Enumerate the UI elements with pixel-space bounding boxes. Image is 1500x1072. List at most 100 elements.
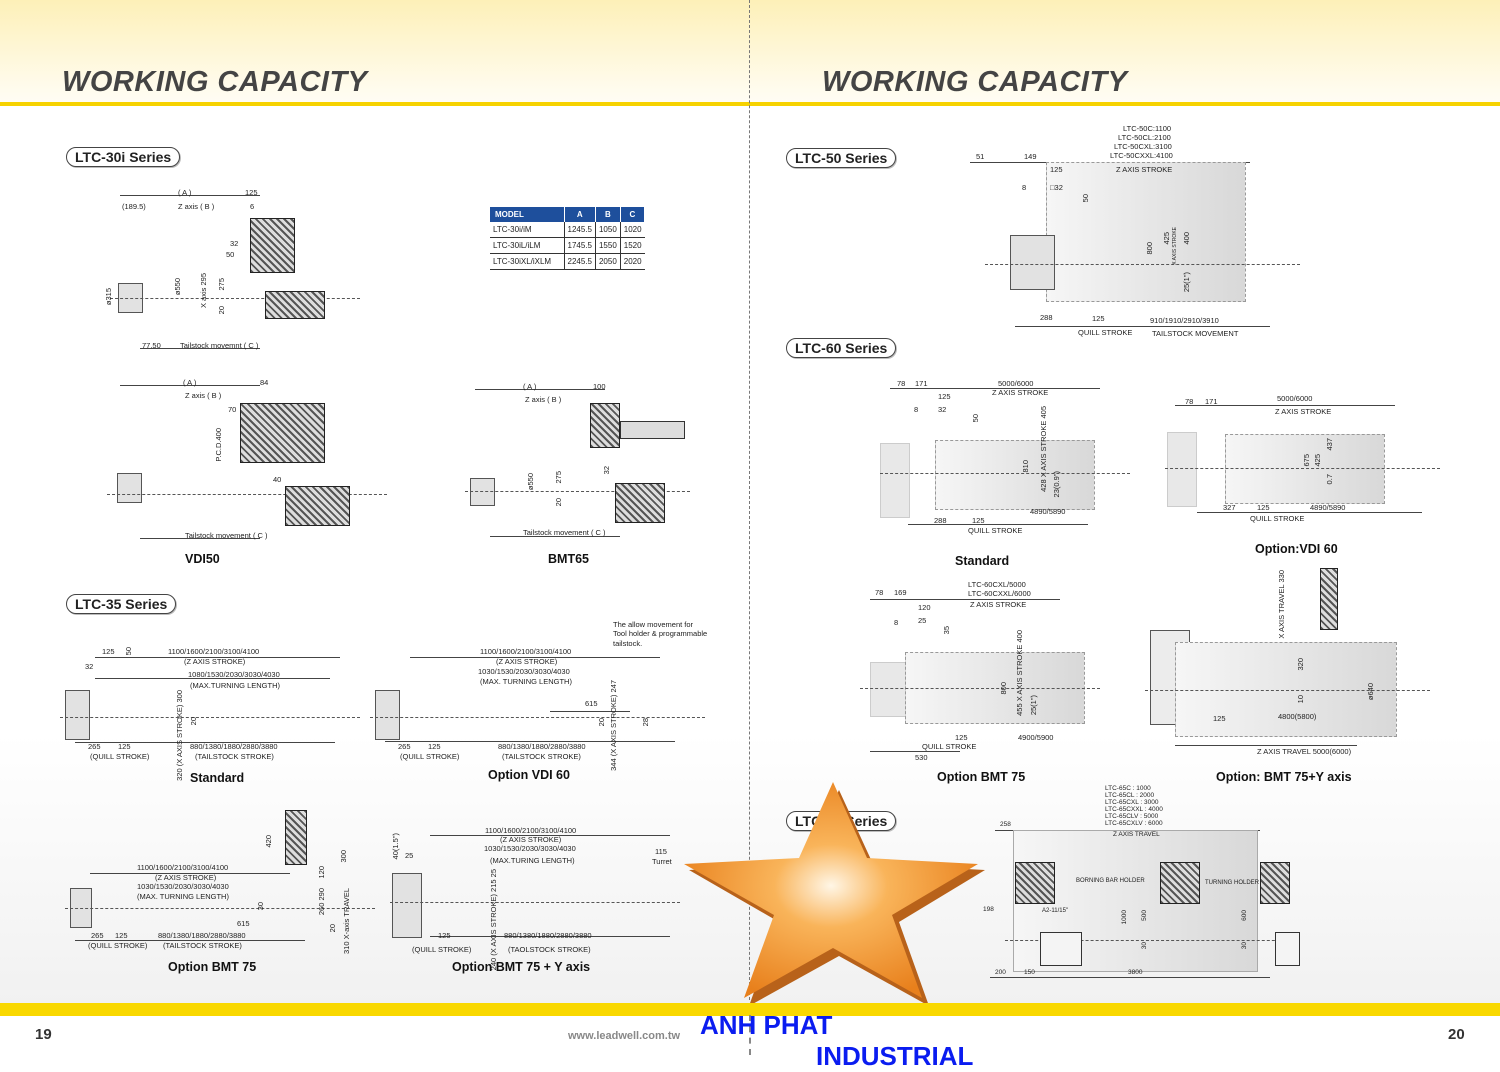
dimension-label: (QUILL STROKE) [412,945,472,954]
page-header [0,0,1500,104]
dimension-label: 125 [428,742,441,751]
dimension-label: 265 [88,742,101,751]
dimension-label: ( A ) [178,188,192,197]
dimension-label: 125 [955,733,968,742]
dimension-label: 1100/1600/2100/3100/4100 [137,863,229,872]
dimension-label: 288 [1040,313,1053,322]
table-cell: 1520 [620,237,645,254]
drawing-shape [240,403,325,463]
drawing-shape [392,873,422,938]
drawing-shape [475,389,605,390]
dimension-label: (Z AXIS STROKE) [155,873,217,882]
table-header-cell: MODEL [490,207,565,222]
drawing-shape [120,195,260,196]
dimension-label: 260 290 [317,888,326,916]
dimension-label: 4890/5890 [1310,503,1346,512]
page-divider-footer [749,1015,751,1055]
dimension-label: LTC-50CL:2100 [1118,133,1171,142]
drawing-shape [985,264,1300,265]
dimension-label: 530 [915,753,928,762]
drawing-shape [1046,162,1246,302]
dimension-label: (TAOLSTOCK STROKE) [508,945,591,954]
drawing-shape [1275,932,1300,966]
ltc50-drawing: LTC-50C:1100 LTC-50CL:2100 LTC-50CXL:310… [970,122,1300,342]
dimension-label: 265 [398,742,411,751]
drawing-shape [385,741,675,742]
ltc60-standard-caption: Standard [955,554,1010,568]
dimension-label: Tailstock movement ( C ) [523,528,606,537]
dimension-label: 125 [438,931,451,940]
table-header-cell: B [595,207,621,222]
dimension-label: 327 [1223,503,1236,512]
dimension-label: 10 [1296,695,1305,704]
dimension-label: 78 [1185,397,1194,406]
dimension-label: 5000/6000 [1277,394,1313,403]
dimension-label: TAILSTOCK MOVEMENT [1152,329,1239,338]
dimension-label: 50 [124,647,133,656]
ltc30i-standard-drawing: ( A ) 125 (189.5) Z axis ( B ) 6 32 50 ø… [100,188,360,353]
ltc30i-bmt65-drawing: ( A ) 100 Z axis ( B ) ø550 275 20 32 Ta… [465,383,695,543]
ltc60-series-badge: LTC-60 Series [786,338,897,358]
dimension-label: 425 [1162,232,1171,245]
dimension-label: □32 [1050,183,1063,192]
dimension-label: Z AXIS STROKE [1116,165,1173,174]
dimension-label: 344 (X AXIS STROKE) 247 [609,680,618,771]
dimension-label: 615 [237,919,250,928]
drawing-shape [1005,940,1300,941]
drawing-shape [465,491,690,492]
dimension-label: 1100/1600/2100/3100/4100 [485,826,577,835]
dimension-label: 1000 [1121,910,1128,925]
ltc30i-vdi50-drawing: ( A ) 84 Z axis ( B ) P.C.D.400 70 40 Ta… [95,378,387,543]
drawing-shape [140,348,260,349]
dimension-label: Z AXIS STROKE [970,600,1027,609]
dimension-label: TURNING HOLDER [1205,880,1260,886]
drawing-shape [75,940,305,941]
dimension-label: 125 [102,647,115,656]
dimension-label: (MAX. TURNING LENGTH) [480,677,572,686]
dimension-label: LTC-65CLV : 5000 [1105,813,1159,820]
drawing-shape [285,486,350,526]
dimension-label: ø550 [526,473,535,491]
dimension-label: 125 [1092,314,1105,323]
website-link[interactable]: www.leadwell.com.tw [568,1030,681,1042]
dimension-label: ø315 [104,288,113,306]
drawing-shape [890,388,1100,389]
dimension-label: Z axis ( B ) [525,395,562,404]
dimension-label: 800 [999,682,1008,695]
right-page-title: WORKING CAPACITY [822,66,1128,98]
dimension-label: 265 [91,931,104,940]
dimension-label: 675 [1302,454,1311,467]
dimension-label: (Z AXIS STROKE) [184,657,246,666]
drawing-shape [1197,512,1422,513]
table-cell: 1050 [595,222,621,238]
dimension-label: 78 [875,588,884,597]
dimension-label: X AXIS TRAVEL 330 [1277,570,1286,639]
drawing-shape [370,717,705,718]
dimension-label: 880/1380/1880/2880/3880 [158,931,246,940]
dimension-label: 1100/1600/2100/3100/4100 [480,647,572,656]
ltc35-vdi60-drawing: The allow movement for Tool holder & pro… [370,618,710,771]
dimension-label: 200 [995,969,1006,976]
dimension-label: Z AXIS STROKE [992,388,1049,397]
drawing-shape [1175,405,1395,406]
dimension-label: 30 [256,902,265,911]
dimension-label: 880/1380/1880/2880/3880 [504,931,592,940]
dimension-label: 0.7 [1325,474,1334,485]
dimension-label: ( A ) [523,382,537,391]
drawing-shape [410,657,660,658]
dimension-label: 30 [1141,942,1148,950]
drawing-shape [110,298,360,299]
dimension-label: QUILL STROKE [1078,328,1133,337]
dimension-label: 6 [250,202,255,211]
dimension-label: (Z AXIS STROKE) [500,835,562,844]
drawing-shape [990,977,1270,978]
drawing-shape [95,678,330,679]
ltc35-vdi60-caption: Option VDI 60 [488,768,570,782]
table-cell: 2245.5 [564,253,596,270]
drawing-shape [1175,642,1397,737]
footer-band [0,1003,1500,1016]
dimension-label: 198 [983,906,994,913]
dimension-label: 40(1.5") [391,833,400,860]
dimension-label: 910/1910/2910/3910 [1150,316,1219,325]
dimension-label: LTC-60CXXL/6000 [968,589,1031,598]
